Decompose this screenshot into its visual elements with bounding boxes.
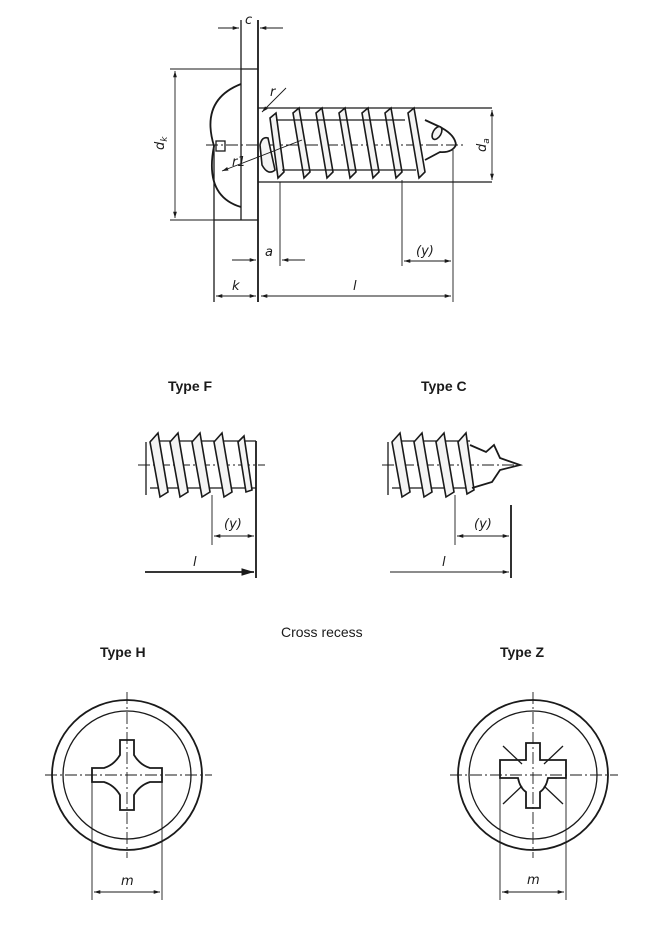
- main-view: dk c r: [153, 13, 494, 302]
- type-z-view: Type Z m: [450, 644, 618, 900]
- type-f-title: Type F: [168, 378, 213, 394]
- type-h-title: Type H: [100, 644, 146, 660]
- r1-label: r1: [232, 155, 246, 170]
- dimension-l: l: [261, 279, 451, 298]
- dimension-a: a: [232, 245, 305, 262]
- type-c-view: Type C (y) l: [382, 378, 524, 578]
- r-label: r: [270, 85, 277, 100]
- washer-collar: [214, 20, 259, 302]
- c-label: c: [245, 13, 252, 28]
- type-z-m-label: m: [527, 873, 540, 888]
- type-h-m-label: m: [121, 874, 134, 889]
- dimension-r1: r1: [221, 139, 303, 172]
- dimension-y: (y): [404, 244, 451, 263]
- dimension-r: r: [261, 85, 287, 113]
- da-label: da: [475, 138, 492, 152]
- type-c-l-label: l: [442, 555, 446, 570]
- type-f-y-label: (y): [224, 517, 242, 532]
- dimension-k: k: [216, 279, 256, 298]
- k-label: k: [232, 279, 240, 294]
- type-f-l-label: l: [193, 555, 197, 570]
- type-f-view: Type F (y) l: [138, 378, 265, 578]
- head-slot: [215, 140, 226, 152]
- head-dome: [209, 83, 242, 208]
- type-c-y-label: (y): [474, 517, 492, 532]
- dimension-dk: dk: [153, 68, 241, 221]
- l-label: l: [353, 279, 357, 294]
- type-h-view: Type H m: [45, 644, 212, 900]
- dimension-c: c: [218, 13, 283, 30]
- z-ribs: [502, 745, 564, 805]
- dk-label: dk: [153, 136, 170, 150]
- y-label: (y): [416, 244, 434, 259]
- type-z-title: Type Z: [500, 644, 545, 660]
- dimension-da: da: [475, 110, 494, 180]
- type-c-title: Type C: [421, 378, 467, 394]
- main-threads: [259, 106, 457, 180]
- a-label: a: [265, 245, 273, 260]
- cross-recess-heading: Cross recess: [281, 624, 363, 640]
